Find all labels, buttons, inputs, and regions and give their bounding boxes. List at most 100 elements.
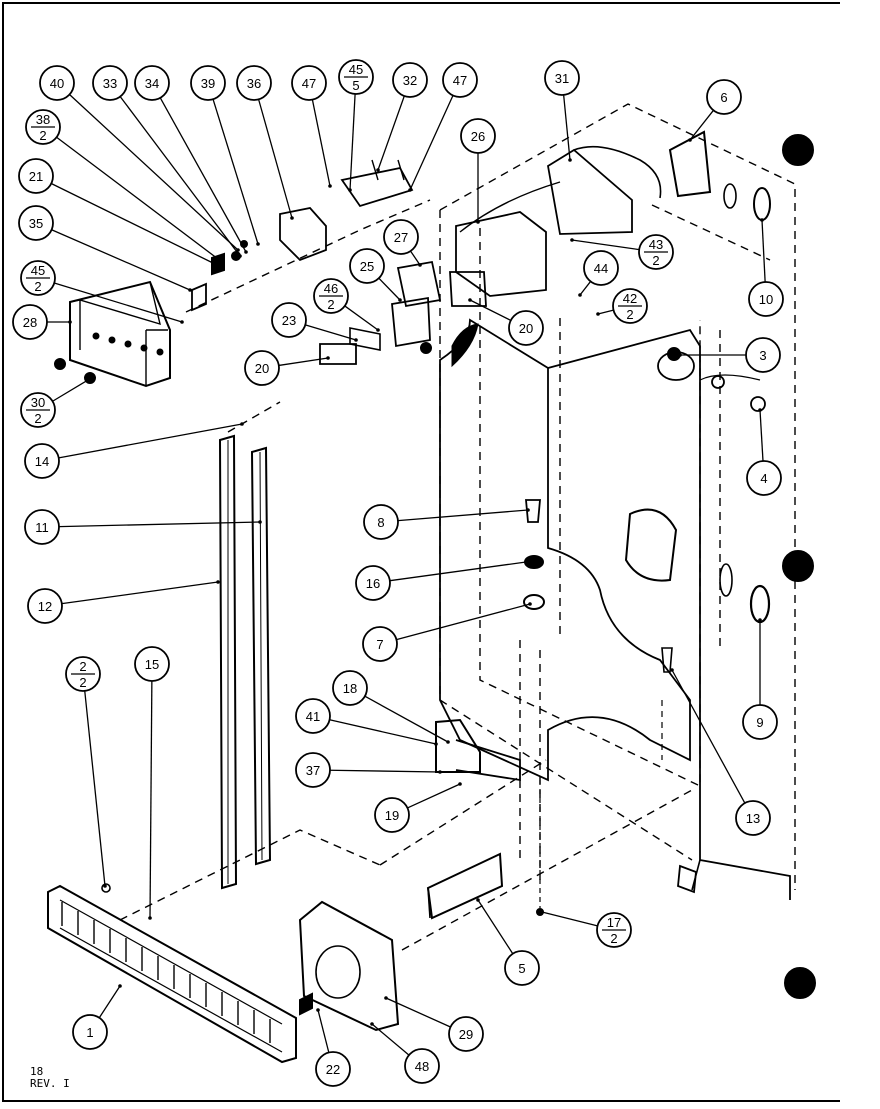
callout-label: 18 <box>343 681 357 696</box>
lamp-9 <box>749 584 771 624</box>
screw-head <box>420 342 432 354</box>
hinge-arm <box>455 739 521 782</box>
knob-21 <box>211 252 225 276</box>
leader-line <box>212 99 259 245</box>
callout-bubble: 11 <box>24 509 60 545</box>
callout-circle <box>24 443 60 479</box>
leader-lines <box>47 93 766 1056</box>
leader-arrow <box>670 668 674 672</box>
callout-numerator: 2 <box>79 659 86 674</box>
lamp-ring <box>723 183 737 209</box>
leader-arrow <box>256 242 260 246</box>
nut-7 <box>523 594 545 610</box>
callout-label: 28 <box>23 315 37 330</box>
callout-bubble: 41 <box>295 698 331 734</box>
leader-arrow <box>326 356 330 360</box>
callout-bubble: 22 <box>65 656 101 692</box>
control-housing <box>69 280 171 388</box>
callout-circle <box>24 509 60 545</box>
gasket-20-lower <box>319 343 357 365</box>
callout-label: 4 <box>760 471 767 486</box>
callout-circle <box>508 310 544 346</box>
callout-circle <box>244 350 280 386</box>
control-knob-dot <box>92 332 100 340</box>
callout-circle <box>735 800 771 836</box>
leader-line <box>349 93 356 191</box>
callout-circle <box>355 565 391 601</box>
callout-bubble: 37 <box>295 752 331 788</box>
callout-circle <box>18 205 54 241</box>
leader-arrow <box>476 898 480 902</box>
leader-line <box>149 680 153 919</box>
leader-arrow <box>118 984 122 988</box>
callout-circle <box>748 281 784 317</box>
callout-bubble: 462 <box>313 278 349 314</box>
callout-label: 29 <box>459 1027 473 1042</box>
callout-bubble: 23 <box>271 302 307 338</box>
callout-label: 13 <box>746 811 760 826</box>
grille-mount-dash <box>119 759 547 921</box>
callout-circle <box>544 60 580 96</box>
leader-line <box>761 219 766 283</box>
leader-arrow <box>103 884 107 888</box>
callout-circle <box>295 698 331 734</box>
leader-arrow <box>384 996 388 1000</box>
leader-arrow <box>434 742 438 746</box>
callout-label: 20 <box>519 321 533 336</box>
block-5-edge <box>427 887 431 919</box>
callout-label: 3 <box>759 348 766 363</box>
leader-line <box>329 769 441 773</box>
callout-label: 25 <box>360 259 374 274</box>
sheet-footer: 18 REV. I <box>30 1066 70 1090</box>
callout-circle <box>392 62 428 98</box>
part-13 <box>661 647 673 673</box>
callout-bubble: 382 <box>25 109 61 145</box>
callout-bubble: 14 <box>24 443 60 479</box>
liner-dash-lines <box>559 318 721 650</box>
duct-cable <box>459 181 561 233</box>
leader-line <box>51 229 191 291</box>
callout-circle <box>190 65 226 101</box>
callout-label: 26 <box>471 129 485 144</box>
callout-bubble: 432 <box>638 234 674 270</box>
callout-circle <box>363 504 399 540</box>
control-knob-dot <box>108 336 116 344</box>
callout-circle <box>460 118 496 154</box>
callout-circle <box>18 158 54 194</box>
leader-line <box>84 690 106 887</box>
callout-label: 39 <box>201 76 215 91</box>
leader-line <box>311 99 331 187</box>
callout-label: 27 <box>394 230 408 245</box>
leader-arrow <box>370 1022 374 1026</box>
leader-line <box>52 379 89 402</box>
callout-denominator: 2 <box>652 253 659 268</box>
bracket-35 <box>191 282 207 312</box>
callout-bubble: 302 <box>20 392 56 428</box>
leader-line <box>305 324 357 341</box>
callout-bubble: 29 <box>448 1016 484 1052</box>
block-5 <box>426 852 504 920</box>
callout-bubble: 33 <box>92 65 128 101</box>
callout-bubble: 28 <box>12 304 48 340</box>
leader-line <box>397 509 529 522</box>
callout-label: 21 <box>29 169 43 184</box>
leader-line <box>389 561 527 582</box>
callout-label: 15 <box>145 657 159 672</box>
leader-arrow <box>468 298 472 302</box>
callout-label: 47 <box>302 76 316 91</box>
callout-bubble: 15 <box>134 646 170 682</box>
leader-arrow <box>316 1008 320 1012</box>
callout-label: 9 <box>756 715 763 730</box>
light-socket-6 <box>668 130 712 198</box>
callout-numerator: 42 <box>623 291 637 306</box>
leader-line <box>671 669 746 804</box>
clip-22 <box>299 992 313 1016</box>
callout-bubble: 36 <box>236 65 272 101</box>
leader-arrow <box>188 288 192 292</box>
leader-arrow <box>290 216 294 220</box>
damper-31 <box>547 148 633 235</box>
liner-right-wall <box>547 328 791 900</box>
leader-line <box>56 136 223 263</box>
callout-circle <box>12 304 48 340</box>
callout-numerator: 43 <box>649 237 663 252</box>
